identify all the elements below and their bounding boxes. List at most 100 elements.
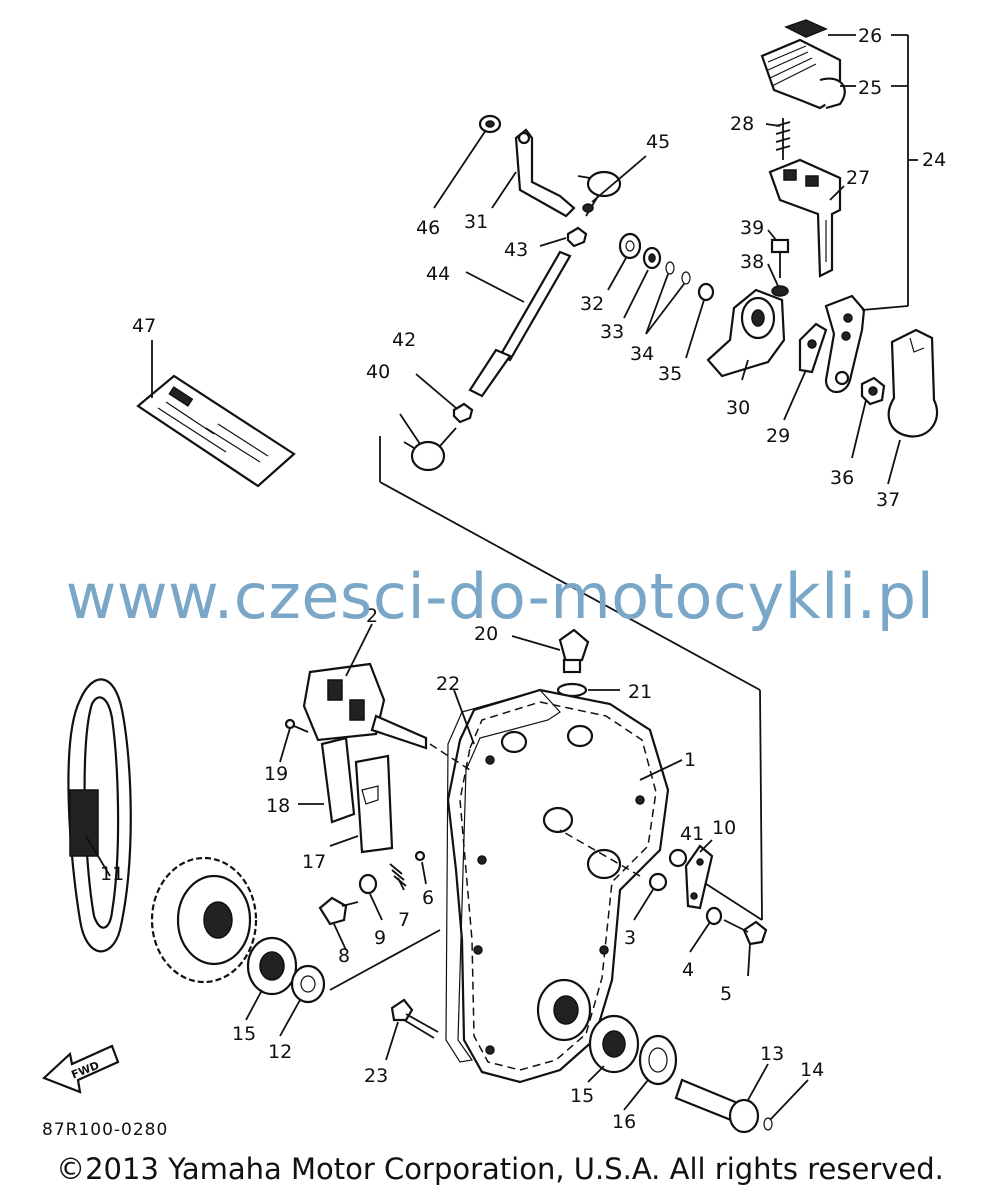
leader-lines-lower <box>85 623 809 1121</box>
part-35-washer <box>697 282 715 302</box>
part-37-boot <box>887 328 939 438</box>
label-35: 35 <box>658 363 682 385</box>
part-13-shaft <box>674 1078 760 1134</box>
copyright-text: ©2013 Yamaha Motor Corporation, U.S.A. A… <box>56 1152 944 1186</box>
part-42-nut <box>452 402 474 424</box>
label-46: 46 <box>416 217 440 239</box>
label-33: 33 <box>600 321 624 343</box>
part-24-lever <box>824 294 866 394</box>
label-11: 11 <box>100 863 124 885</box>
label-1: 1 <box>684 749 696 771</box>
part-33-washer <box>642 246 662 270</box>
sprocket <box>150 856 258 984</box>
label-17: 17 <box>302 851 326 873</box>
label-8: 8 <box>338 945 350 967</box>
label-25: 25 <box>858 77 882 99</box>
label-23: 23 <box>364 1065 388 1087</box>
leader-lines-upper <box>151 34 918 485</box>
part-39-bolt <box>770 238 790 278</box>
part-8-bolt <box>318 896 359 926</box>
part-labels: 26 25 24 28 27 39 38 30 29 36 37 45 46 3… <box>70 25 947 1133</box>
part-40-ball-joint <box>403 427 457 472</box>
label-4: 4 <box>682 959 694 981</box>
part-43-nut <box>566 226 588 248</box>
label-13: 13 <box>760 1043 784 1065</box>
label-16: 16 <box>612 1111 636 1133</box>
part-14-ring <box>763 1117 773 1131</box>
part-12-collar <box>290 964 326 1004</box>
part-1-crankcase-cover <box>446 688 670 1084</box>
part-19-pin <box>284 718 309 733</box>
part-7-spring <box>389 863 407 887</box>
part-17-plate <box>354 754 394 854</box>
label-22: 22 <box>436 673 460 695</box>
label-30: 30 <box>726 397 750 419</box>
label-44: 44 <box>426 263 450 285</box>
part-6-ball <box>414 850 426 862</box>
label-3: 3 <box>624 927 636 949</box>
label-43: 43 <box>504 239 528 261</box>
label-41: 41 <box>680 823 704 845</box>
part-31-shift-arm <box>514 128 576 218</box>
part-18-plate <box>320 736 356 824</box>
part-15-bearing-right <box>588 1014 640 1074</box>
label-36: 36 <box>830 467 854 489</box>
label-19: 19 <box>264 763 288 785</box>
label-32: 32 <box>580 293 604 315</box>
part-36-nut <box>860 376 886 406</box>
label-47: 47 <box>132 315 156 337</box>
part-46-nut <box>478 114 502 134</box>
part-28-spring <box>775 118 791 160</box>
watermark: www.czesci-do-motocykli.pl <box>65 560 935 633</box>
part-11-chain <box>67 678 132 953</box>
label-42: 42 <box>392 329 416 351</box>
label-7: 7 <box>398 909 410 931</box>
label-31: 31 <box>464 211 488 233</box>
part-29-plate <box>798 322 828 374</box>
diagram-code: 87R100-0280 <box>42 1120 169 1140</box>
label-18: 18 <box>266 795 290 817</box>
label-27: 27 <box>846 167 870 189</box>
part-25-step <box>760 38 846 110</box>
part-44-rod <box>468 250 572 398</box>
label-14: 14 <box>800 1059 824 1081</box>
label-45: 45 <box>646 131 670 153</box>
label-26: 26 <box>858 25 882 47</box>
label-38: 38 <box>740 251 764 273</box>
label-20: 20 <box>474 623 498 645</box>
part-2-shift-drum <box>302 662 428 750</box>
label-15-right: 15 <box>570 1085 594 1107</box>
label-5: 5 <box>720 983 732 1005</box>
label-21: 21 <box>628 681 652 703</box>
label-2: 2 <box>366 605 378 627</box>
part-47-label <box>136 374 296 488</box>
part-38-washer <box>771 285 789 297</box>
part-27-bracket <box>768 158 842 278</box>
connector-lines <box>379 436 763 921</box>
label-28: 28 <box>730 113 754 135</box>
part-32-washer <box>618 232 642 260</box>
part-16-seal <box>638 1034 678 1086</box>
label-39: 39 <box>740 217 764 239</box>
part-20-bolt <box>558 628 590 674</box>
part-15-bearing-left <box>246 936 298 996</box>
fwd-arrow-icon <box>41 1044 120 1094</box>
part-4-washer <box>705 906 723 926</box>
part-30-block <box>706 288 786 378</box>
part-41-washer <box>668 848 688 868</box>
label-34: 34 <box>630 343 654 365</box>
label-40: 40 <box>366 361 390 383</box>
part-22-gasket <box>445 689 561 1063</box>
part-5-bolt <box>723 919 768 946</box>
label-10: 10 <box>712 817 736 839</box>
label-24: 24 <box>922 149 946 171</box>
label-15-left: 15 <box>232 1023 256 1045</box>
part-23-bolt <box>390 998 439 1039</box>
part-45-ball-joint <box>577 170 622 217</box>
label-29: 29 <box>766 425 790 447</box>
part-26-pad <box>784 19 828 38</box>
label-6: 6 <box>422 887 434 909</box>
label-12: 12 <box>268 1041 292 1063</box>
part-34-clips <box>665 261 691 285</box>
